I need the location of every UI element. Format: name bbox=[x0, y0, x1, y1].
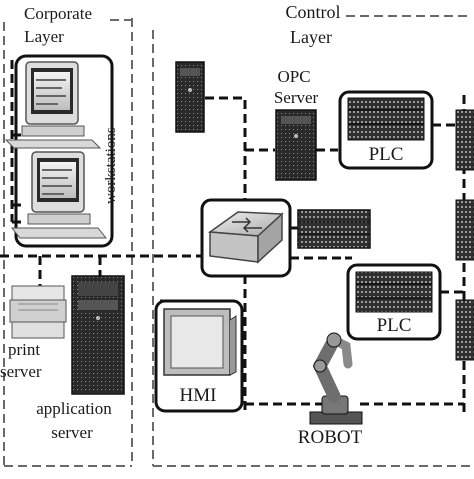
link-opc-bus bbox=[205, 96, 247, 200]
server-tower-icon bbox=[175, 61, 205, 133]
print-server-label-line1: print bbox=[8, 340, 41, 359]
robot-arm-icon bbox=[309, 332, 363, 425]
print-server-label-line2: server bbox=[0, 362, 42, 381]
hmi-monitor-icon bbox=[154, 299, 244, 413]
plc-rack-icon bbox=[455, 109, 474, 361]
workstations-group bbox=[4, 54, 114, 248]
plc-top-label: PLC bbox=[368, 144, 404, 165]
corporate-layer-title: Corporate bbox=[24, 4, 92, 23]
corporate-layer-subtitle: Layer bbox=[24, 27, 64, 46]
application-server-label-line1: application bbox=[36, 399, 112, 418]
plc-rack-icon bbox=[338, 90, 434, 170]
workstations-frame bbox=[14, 54, 114, 248]
server-tower-icon bbox=[71, 275, 125, 395]
control-layer-subtitle: Layer bbox=[290, 27, 332, 47]
opc-server-label-line1: OPC bbox=[277, 67, 311, 86]
corporate-layer-boundary bbox=[3, 18, 133, 467]
plc-rack-icon bbox=[297, 209, 371, 249]
control-layer-boundary bbox=[152, 30, 470, 467]
opc-server-label-line2: Server bbox=[273, 88, 319, 107]
desktop-workstation-icon bbox=[10, 151, 108, 239]
hmi-label: HMI bbox=[179, 385, 217, 406]
robot-label: ROBOT bbox=[297, 427, 363, 448]
plc-rack-icon bbox=[346, 263, 442, 341]
control-layer-title: Control bbox=[285, 2, 341, 22]
workstations-label: workstations bbox=[103, 127, 119, 204]
layer-boundaries bbox=[3, 18, 470, 467]
printer-icon bbox=[9, 285, 67, 339]
desktop-workstation-icon bbox=[4, 61, 102, 149]
application-server-label-line2: server bbox=[51, 423, 93, 442]
server-tower-icon bbox=[275, 109, 317, 181]
plc-right-label: PLC bbox=[376, 315, 412, 336]
network-switch-icon bbox=[200, 198, 292, 278]
